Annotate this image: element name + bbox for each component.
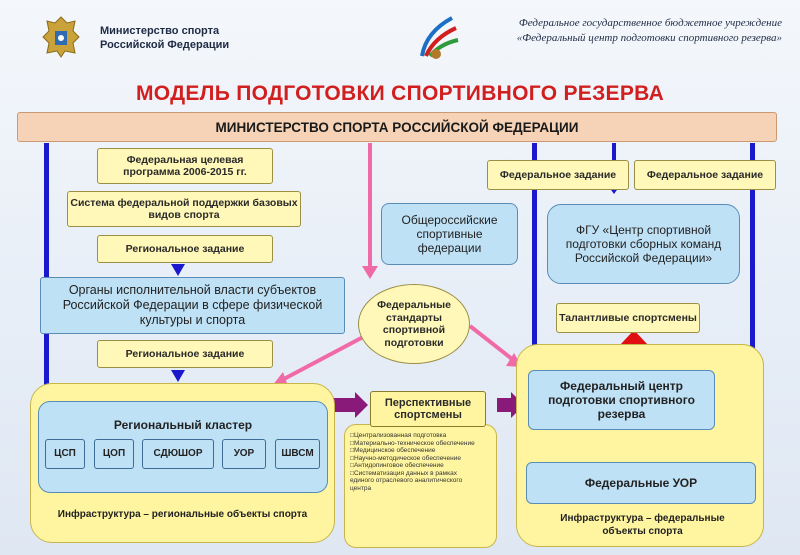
left-blue-line [44,143,49,393]
regional-infrastructure-caption: Инфраструктура – региональные объекты сп… [57,509,308,520]
purple-arrowhead-left [355,392,368,418]
purple-arrow-left-body [333,398,355,412]
fcpsr-header-line2: «Федеральный центр подготовки спортивног… [516,32,782,44]
pink-arrowhead-down [362,266,378,279]
support-item: □Систематизация данных в рамках единого … [350,469,463,492]
talented-athletes-box: Талантливые спортсмены [556,303,700,333]
purple-arrow-right-body [497,398,511,412]
cluster-unit-csp: ЦСП [45,439,85,469]
fcpsr-logo-icon [416,12,462,62]
federal-task-box-2: Федеральное задание [634,160,776,190]
coat-of-arms-icon [37,13,85,61]
page-title: МОДЕЛЬ ПОДГОТОВКИ СПОРТИВНОГО РЕЗЕРВА [135,82,665,105]
support-item: □Медицинское обеспечение [350,447,436,454]
cluster-unit-shvsm: ШВСМ [275,439,320,469]
arrow-down-1 [171,264,185,276]
regional-cluster-title: Региональный кластер [113,418,253,432]
regional-task-box-2: Региональное задание [97,340,273,368]
ministry-header-text: Министерство спорта Российской Федерации [100,24,300,52]
fgu-box: ФГУ «Центр спортивной подготовки сборных… [547,204,740,284]
ministry-header-line2: Российской Федерации [100,39,230,51]
red-arrowhead-up [620,330,648,345]
support-item: □Материально-техническое обеспечение [350,439,475,447]
federal-infrastructure-caption: Инфраструктура – федеральные объекты спо… [560,513,725,537]
fcpsr-header-line1: Федеральное государственное бюджетное уч… [518,17,782,29]
pink-arrowhead-left [272,372,288,386]
executive-bodies-box: Органы исполнительной власти субъектов Р… [40,277,345,334]
support-item: □Научно-методическое обеспечение [350,454,461,462]
arrow-down-2 [171,370,185,382]
fcpsr-header-text: Федеральное государственное бюджетное уч… [460,16,782,46]
ministry-bar: МИНИСТЕРСТВО СПОРТА РОССИЙСКОЙ ФЕДЕРАЦИИ [17,112,777,142]
support-list: □Централизованная подготовка □Материальн… [350,432,495,492]
right-blue-line-1 [532,143,537,356]
pink-line-vertical [368,143,372,268]
support-item: □Антидопинговое обеспечение [350,462,444,469]
support-item: □Централизованная подготовка [350,432,447,439]
standards-ellipse: Федеральные стандарты спортивной подгото… [358,284,470,364]
regional-task-box-1: Региональное задание [97,235,273,263]
cluster-unit-cop: ЦОП [94,439,134,469]
pink-line-left [281,334,366,382]
prospective-athletes-box: Перспективные спортсмены [370,391,486,427]
right-blue-line-2 [750,143,755,363]
federal-uor-box: Федеральные УОР [526,462,756,504]
federal-program-box: Федеральная целевая программа 2006-2015 … [97,148,273,184]
support-system-box: Система федеральной поддержки базовых ви… [67,191,301,227]
federal-task-box-1: Федеральное задание [487,160,629,190]
federations-box: Общероссийские спортивные федерации [381,203,518,265]
pink-line-right [468,324,514,361]
federal-center-box: Федеральный центр подготовки спортивного… [528,370,715,430]
ministry-header-line1: Министерство спорта [100,25,220,37]
cluster-unit-uor: УОР [222,439,266,469]
cluster-unit-sdyushor: СДЮШОР [142,439,214,469]
